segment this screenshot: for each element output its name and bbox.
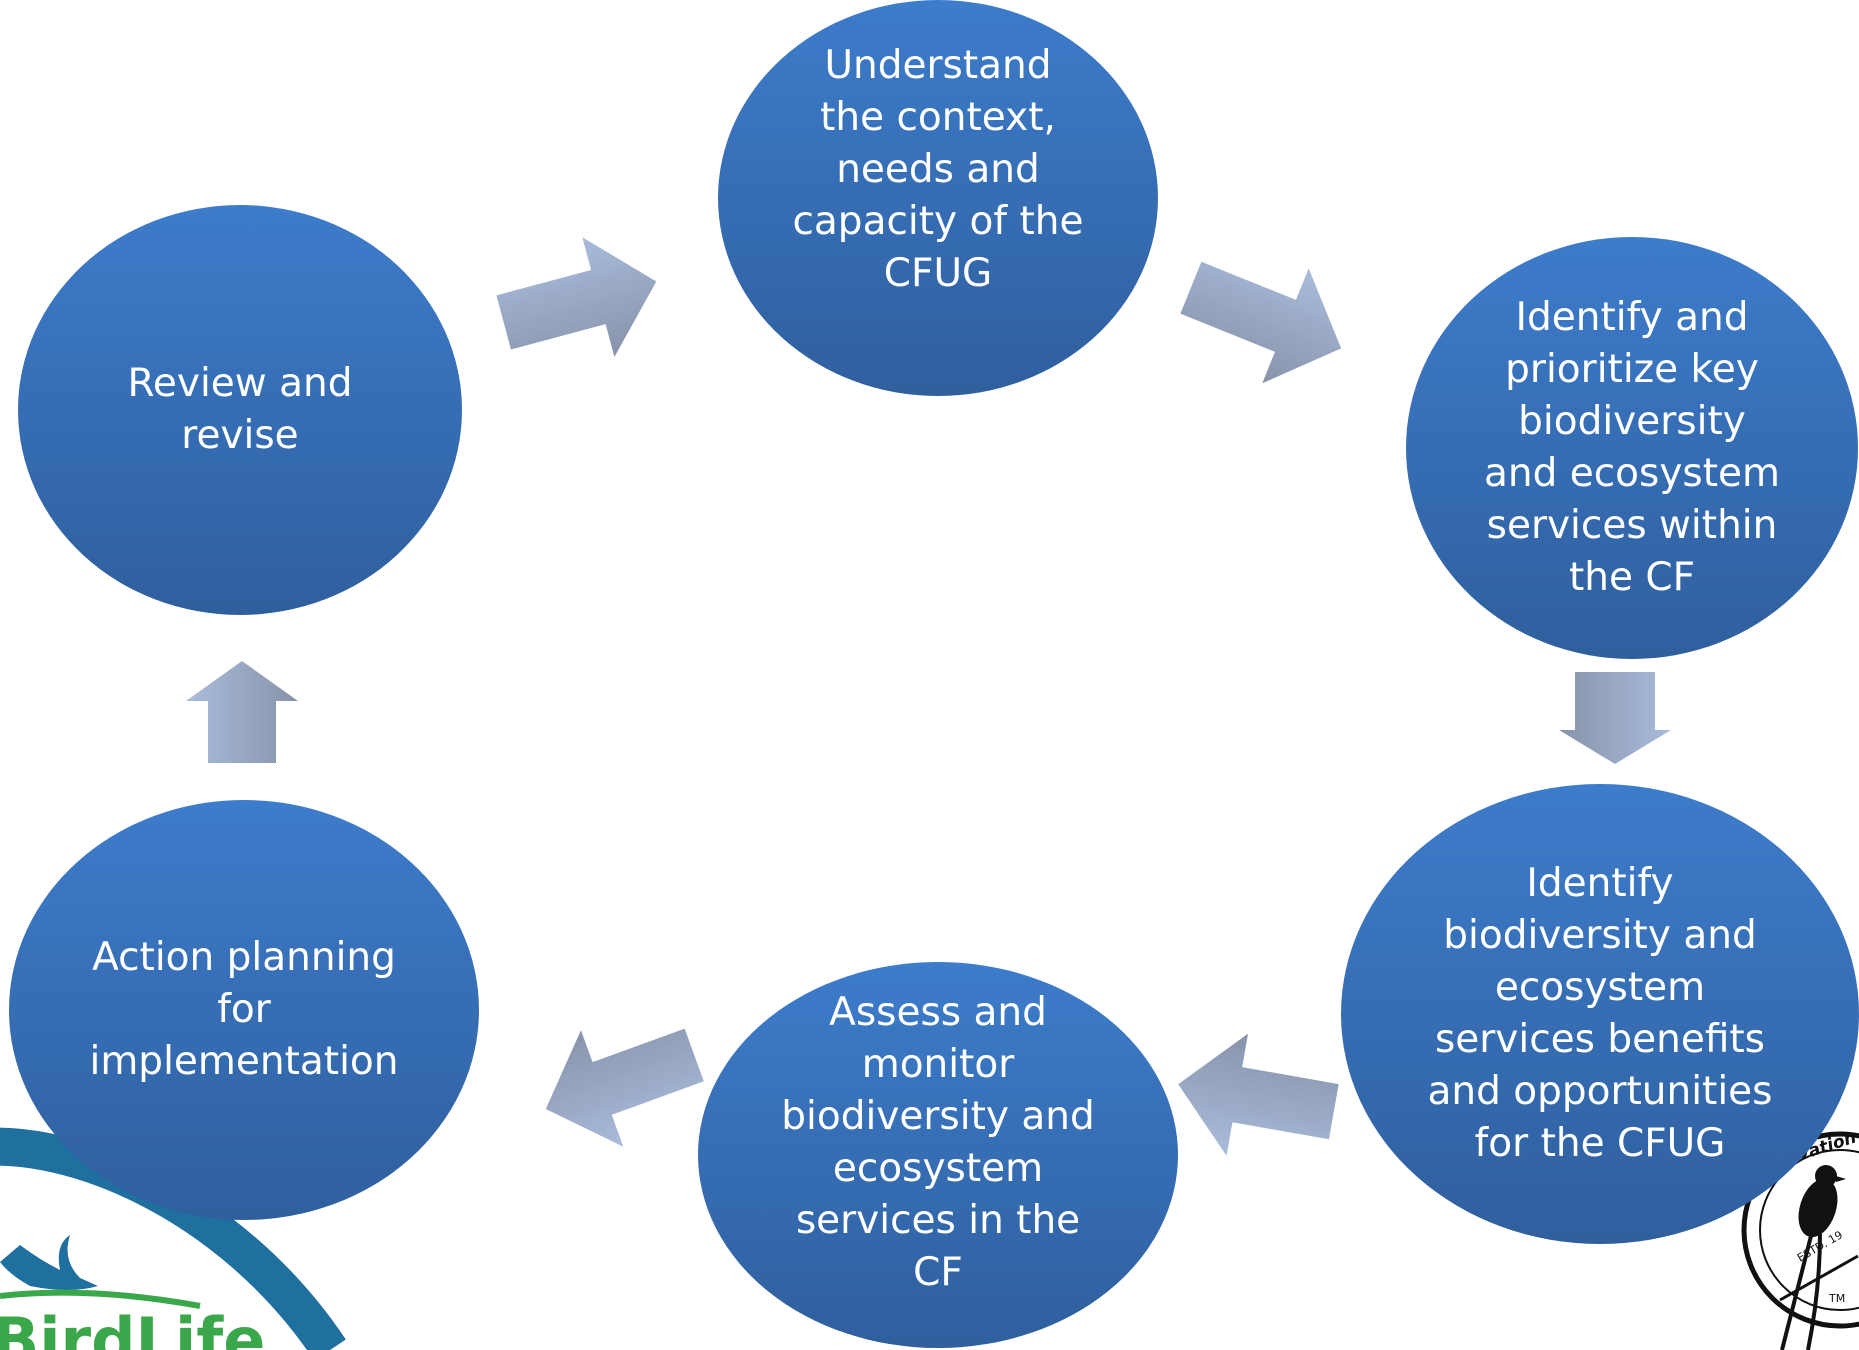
arrow-layer xyxy=(186,237,1671,1156)
arrow-icon-assess-monitor-to-action-planning xyxy=(545,1028,704,1147)
arrow-icon-identify-benefits-to-assess-monitor xyxy=(1178,1033,1339,1156)
node-action-planning xyxy=(9,800,479,1220)
bcn-tm-text: TM xyxy=(1828,1292,1845,1305)
arrow-icon-understand-context-to-identify-prioritize xyxy=(1180,261,1342,384)
drongo-seal-icon xyxy=(1779,1165,1859,1350)
arrow-icon-identify-prioritize-to-identify-benefits xyxy=(1559,672,1671,764)
node-understand-context xyxy=(718,0,1158,396)
birdlife-logo-text: BirdLife xyxy=(0,1304,265,1350)
node-review-revise xyxy=(18,205,462,615)
arrow-icon-review-revise-to-understand-context xyxy=(496,237,657,357)
bird-logo-icon xyxy=(0,1235,201,1309)
node-identify-prioritize xyxy=(1406,237,1858,659)
node-layer xyxy=(9,0,1859,1348)
node-assess-monitor xyxy=(698,962,1178,1348)
node-identify-benefits xyxy=(1341,784,1859,1244)
arrow-icon-action-planning-to-review-revise xyxy=(186,661,298,763)
